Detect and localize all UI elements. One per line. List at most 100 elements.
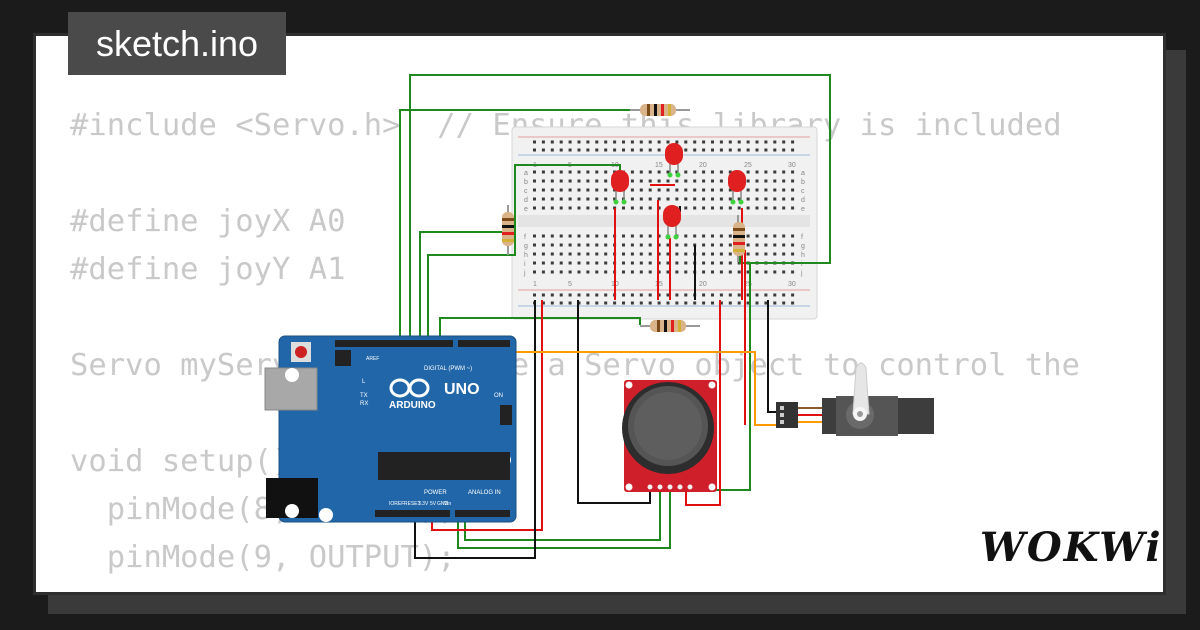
- breadboard-hole: [755, 148, 759, 152]
- breadboard-hole: [711, 293, 714, 297]
- breadboard-hole: [550, 188, 554, 192]
- breadboard-hole: [746, 140, 750, 144]
- breadboard-hole: [541, 293, 545, 297]
- breadboard-hole: [648, 301, 652, 305]
- breadboard-hole: [782, 179, 786, 183]
- breadboard-hole: [550, 140, 554, 144]
- breadboard-hole: [533, 188, 536, 192]
- breadboard-hole: [728, 148, 732, 152]
- aref-label: AREF: [366, 356, 379, 362]
- breadboard-hole: [639, 301, 643, 305]
- breadboard-hole: [719, 140, 723, 144]
- breadboard-hole: [622, 243, 625, 247]
- breadboard-hole: [630, 252, 634, 256]
- breadboard-hole: [550, 148, 554, 152]
- breadboard-hole: [630, 197, 634, 201]
- bb-row-label: b: [801, 179, 805, 186]
- breadboard-hole: [719, 234, 723, 238]
- breadboard-hole: [702, 261, 706, 265]
- breadboard-hole: [746, 252, 750, 256]
- breadboard-hole: [711, 170, 714, 174]
- breadboard-hole: [541, 140, 545, 144]
- bb-col-label: 25: [744, 162, 752, 169]
- breadboard-hole: [693, 148, 697, 152]
- breadboard-hole: [577, 270, 581, 274]
- breadboard-hole: [719, 206, 723, 210]
- breadboard-hole: [533, 234, 536, 238]
- breadboard-hole: [711, 301, 714, 305]
- breadboard-hole: [719, 188, 723, 192]
- breadboard-hole: [773, 252, 777, 256]
- breadboard-hole: [666, 293, 670, 297]
- breadboard-hole: [559, 148, 563, 152]
- breadboard-hole: [666, 140, 670, 144]
- wire: [767, 300, 778, 413]
- breadboard-hole: [639, 188, 643, 192]
- breadboard-hole: [630, 179, 634, 183]
- breadboard-hole: [693, 170, 697, 174]
- breadboard-hole: [604, 188, 608, 192]
- breadboard-hole: [666, 170, 670, 174]
- code-line: pinMode(9, OUTPUT);: [70, 540, 456, 575]
- breadboard-hole: [550, 206, 554, 210]
- breadboard-hole: [711, 234, 714, 238]
- bb-col-label: 15: [655, 162, 663, 169]
- breadboard-hole: [541, 234, 545, 238]
- breadboard-hole: [791, 206, 795, 210]
- breadboard-hole: [586, 179, 590, 183]
- breadboard-hole: [604, 148, 608, 152]
- bb-col-label: 20: [699, 281, 707, 288]
- breadboard-hole: [568, 206, 572, 210]
- breadboard-hole: [746, 301, 750, 305]
- breadboard-hole: [648, 188, 652, 192]
- breadboard-hole: [737, 301, 741, 305]
- code-line: #define joyY A1: [70, 252, 346, 287]
- breadboard-hole: [684, 261, 688, 265]
- breadboard-hole: [639, 261, 643, 265]
- breadboard-hole: [622, 270, 625, 274]
- joystick-module: [622, 380, 717, 492]
- breadboard-hole: [764, 293, 768, 297]
- breadboard-hole: [568, 170, 572, 174]
- power-header-label: POWER: [424, 490, 447, 496]
- breadboard-hole: [782, 234, 786, 238]
- breadboard-hole: [675, 197, 679, 201]
- breadboard-hole: [657, 179, 661, 183]
- breadboard-hole: [737, 148, 741, 152]
- breadboard-hole: [550, 243, 554, 247]
- breadboard-hole: [648, 261, 652, 265]
- breadboard-hole: [684, 270, 688, 274]
- breadboard-hole: [648, 206, 652, 210]
- breadboard-hole: [550, 197, 554, 201]
- power-header: [375, 510, 450, 517]
- bb-col-label: 30: [788, 162, 796, 169]
- breadboard-hole: [782, 197, 786, 201]
- breadboard-hole: [755, 140, 759, 144]
- breadboard-hole: [755, 243, 759, 247]
- breadboard-hole: [666, 243, 670, 247]
- bb-row-label: a: [801, 170, 805, 177]
- bb-row-label: h: [524, 252, 528, 259]
- breadboard-hole: [711, 261, 714, 265]
- breadboard-hole: [711, 252, 714, 256]
- breadboard-hole: [577, 170, 581, 174]
- breadboard-hole: [666, 261, 670, 265]
- breadboard-hole: [630, 243, 634, 247]
- breadboard-hole: [773, 270, 777, 274]
- breadboard-hole: [764, 179, 768, 183]
- breadboard-hole: [541, 261, 545, 265]
- breadboard-hole: [764, 197, 768, 201]
- breadboard-hole: [702, 206, 706, 210]
- breadboard-hole: [604, 140, 608, 144]
- breadboard-hole: [613, 301, 617, 305]
- breadboard-hole: [639, 140, 643, 144]
- breadboard-hole: [702, 140, 706, 144]
- breadboard-hole: [782, 243, 786, 247]
- breadboard-hole: [577, 243, 581, 247]
- breadboard-hole: [782, 301, 786, 305]
- breadboard-hole: [764, 206, 768, 210]
- breadboard-hole: [711, 270, 714, 274]
- breadboard-hole: [648, 140, 652, 144]
- breadboard-hole: [604, 243, 608, 247]
- breadboard-hole: [675, 179, 679, 183]
